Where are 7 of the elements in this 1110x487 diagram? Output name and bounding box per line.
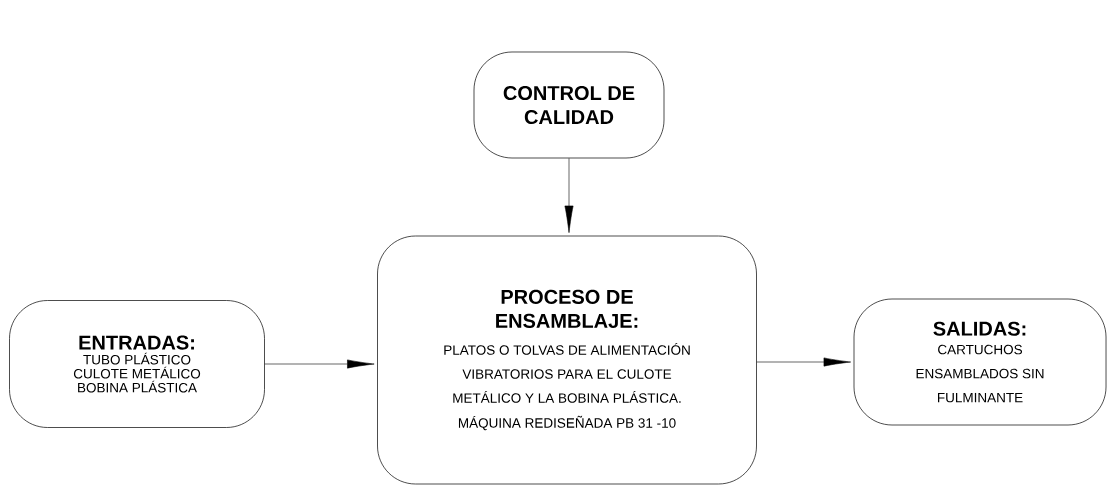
process-box: SALIDAS: CARTUCHOS ENSAMBLADOS SIN FULMINANTE [853,298,1107,426]
process-box: PROCESO DE ENSAMBLAJE: PLATOS O TOLVAS DE ALIMENTACIÓN VIBRATORIOS PARA EL CULOTE METÁLICO Y LA BOBINA PLÁSTICA. MÁQUINA REDISEÑADA PB 31 -10 [377,235,757,485]
arrow [564,158,574,233]
arrow [264,359,375,369]
process-box: ENTRADAS: TUBO PLÁSTICO CULOTE METÁLICO BOBINA PLÁSTICA [9,300,265,428]
arrow [756,357,851,367]
process-box: CONTROL DE CALIDAD [473,51,665,159]
